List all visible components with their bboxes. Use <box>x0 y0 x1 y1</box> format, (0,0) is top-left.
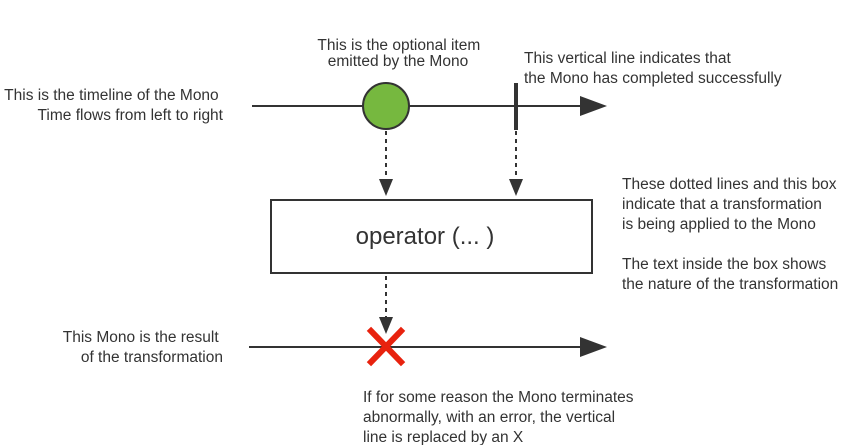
annotation-transformation: These dotted lines and this box indicate… <box>622 176 841 233</box>
annotation-error: If for some reason the Mono terminates a… <box>363 389 638 445</box>
dotted-lines-into-operator <box>379 131 523 196</box>
annotation-box-text: The text inside the box shows the nature… <box>622 256 838 293</box>
emitted-item-circle <box>362 82 410 130</box>
operator-label: operator (... ) <box>356 223 495 250</box>
error-x-icon <box>366 326 406 367</box>
dotted-arrow-result <box>379 317 393 334</box>
result-timeline <box>249 337 607 357</box>
dotted-arrow-completion <box>509 179 523 196</box>
annotation-result: This Mono is the result of the transform… <box>63 329 223 366</box>
dotted-arrow-item <box>379 179 393 196</box>
source-timeline-arrowhead <box>580 96 607 116</box>
result-timeline-arrowhead <box>580 337 607 357</box>
operator-box <box>270 199 593 274</box>
source-timeline <box>252 96 607 116</box>
annotation-optional-item: This is the optional item emitted by the… <box>317 37 484 70</box>
annotation-completion: This vertical line indicates that the Mo… <box>524 50 782 87</box>
annotation-timeline: This is the timeline of the Mono Time fl… <box>4 87 224 124</box>
dotted-line-out-of-operator <box>379 276 393 334</box>
